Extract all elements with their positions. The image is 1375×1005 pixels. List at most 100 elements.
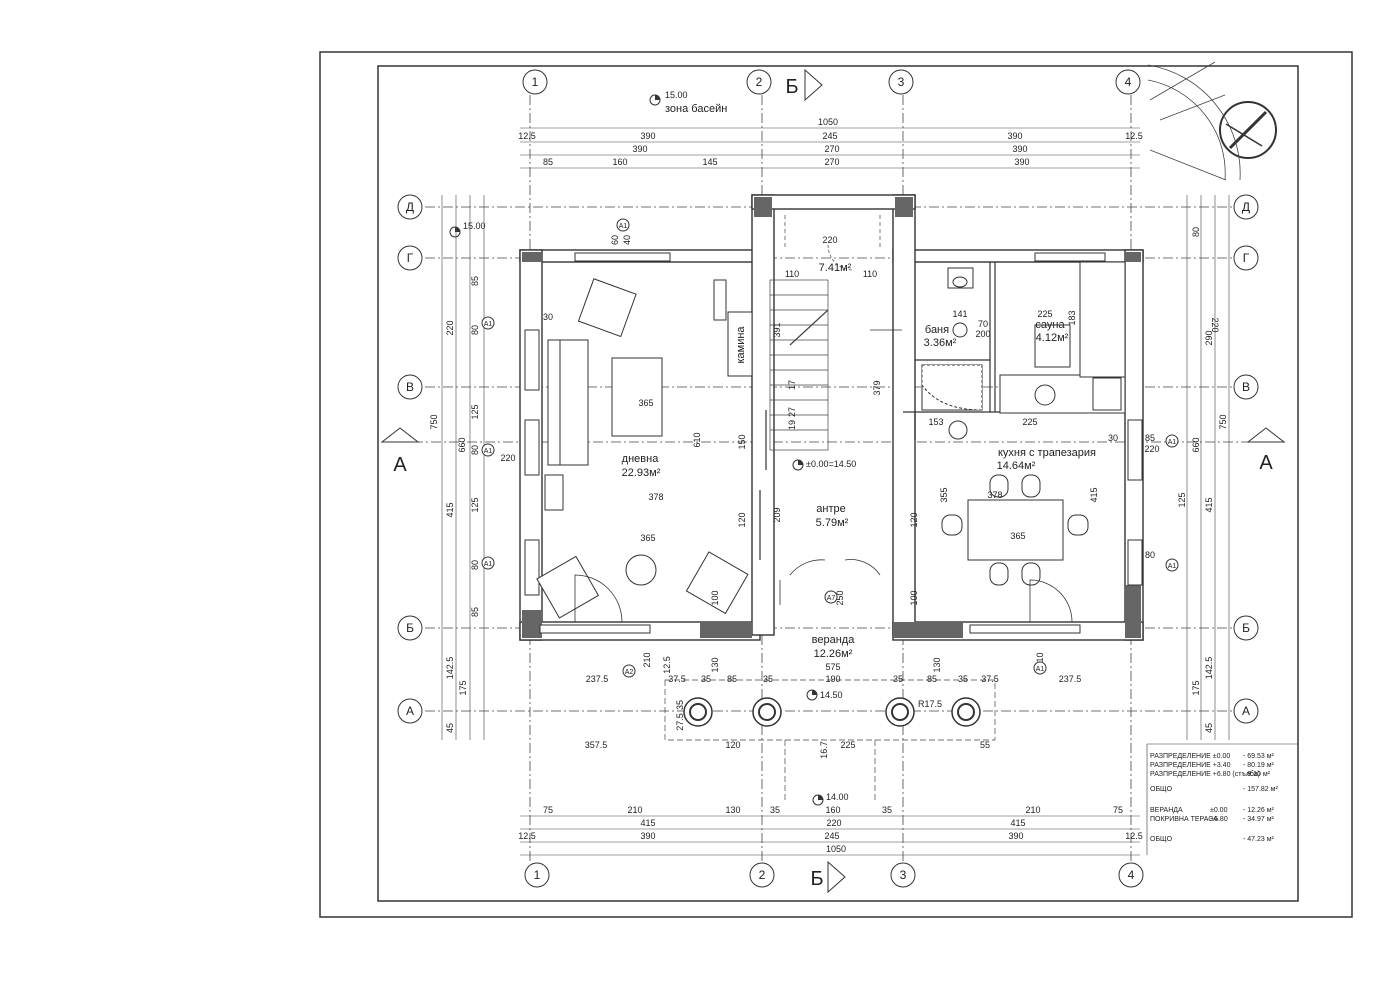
svg-text:210: 210 [1035, 652, 1045, 667]
svg-text:100: 100 [710, 590, 720, 605]
svg-text:365: 365 [1010, 531, 1025, 541]
dim-bottom: 75 [1113, 805, 1123, 815]
svg-text:141: 141 [952, 309, 967, 319]
grid-bubble-1: 1 [522, 69, 548, 95]
interior-dimensions: 220 110 110 391 379 27 17 19 209 120 120… [543, 235, 1118, 759]
svg-text:209: 209 [772, 507, 782, 522]
svg-text:R17.5: R17.5 [918, 699, 942, 709]
svg-text:225: 225 [1037, 309, 1052, 319]
svg-text:120: 120 [909, 512, 919, 527]
dim-top: 390 [640, 131, 655, 141]
grid-bubble-D-right: Д [1233, 194, 1259, 220]
svg-text:A1: A1 [484, 448, 493, 455]
svg-text:220: 220 [1144, 444, 1159, 454]
dim-bottom: 210 [627, 805, 642, 815]
svg-text:80: 80 [1191, 227, 1201, 237]
svg-text:391: 391 [772, 322, 782, 337]
svg-text:225: 225 [840, 740, 855, 750]
dim-top: 390 [1014, 157, 1029, 167]
svg-text:125: 125 [470, 404, 480, 419]
svg-text:А: А [406, 704, 414, 718]
svg-text:153: 153 [928, 417, 943, 427]
dim-bottom: 245 [824, 831, 839, 841]
dim-top: 390 [1007, 131, 1022, 141]
svg-text:17: 17 [787, 380, 797, 390]
svg-text:130: 130 [932, 657, 942, 672]
dim-top: 85 [543, 157, 553, 167]
svg-text:125: 125 [470, 497, 480, 512]
summary-row-label: РАЗПРЕДЕЛЕНИЕ ±0.00 [1150, 753, 1230, 760]
fireplace-label: камина [735, 326, 747, 364]
svg-text:210: 210 [642, 652, 652, 667]
level-marker-entry: ±0.00=14.50 [792, 459, 856, 471]
svg-text:35: 35 [763, 674, 773, 684]
svg-text:183: 183 [1067, 310, 1077, 325]
svg-text:110: 110 [863, 269, 877, 279]
dim-bottom: 12.5 [518, 831, 536, 841]
svg-text:378: 378 [987, 490, 1002, 500]
dimension-chains-sides [441, 195, 1230, 740]
summary-total-value: - 47.23 м² [1243, 836, 1275, 843]
svg-text:142.5: 142.5 [1204, 657, 1214, 680]
summary-row-label: ПОКРИВНА ТЕРАСА [1150, 816, 1218, 823]
svg-text:14.50: 14.50 [820, 690, 843, 700]
svg-text:85: 85 [470, 607, 480, 617]
svg-text:A1: A1 [1168, 563, 1177, 570]
svg-text:200: 200 [975, 329, 990, 339]
room-bath-name: баня [925, 324, 949, 336]
summary-total-label: ОБЩО [1150, 786, 1173, 793]
dim-top-overall: 1050 [818, 117, 838, 127]
svg-text:37.5: 37.5 [981, 674, 999, 684]
svg-text:80: 80 [470, 445, 480, 455]
svg-text:15.00: 15.00 [665, 90, 688, 100]
level-marker-stairs-down: 14.00 [812, 792, 849, 806]
svg-text:237.5: 237.5 [1059, 674, 1082, 684]
area-summary-table: РАЗПРЕДЕЛЕНИЕ ±0.00 - 69.53 м² РАЗПРЕДЕЛ… [1146, 743, 1298, 855]
room-hall-area: 5.79м² [816, 517, 849, 529]
svg-text:120: 120 [737, 512, 747, 527]
north-arrow-icon [1219, 101, 1277, 159]
summary-total-label: ОБЩО [1150, 836, 1173, 843]
svg-text:A1: A1 [619, 223, 628, 230]
svg-text:35: 35 [675, 700, 685, 710]
veranda-outline [664, 679, 996, 800]
dim-top: 390 [632, 144, 647, 154]
svg-text:120: 120 [725, 740, 740, 750]
svg-text:27.5: 27.5 [675, 713, 685, 731]
svg-text:80: 80 [470, 325, 480, 335]
dim-top: 145 [702, 157, 717, 167]
svg-text:130: 130 [710, 657, 720, 672]
svg-text:110: 110 [785, 269, 799, 279]
svg-text:3: 3 [900, 868, 907, 882]
svg-text:355: 355 [939, 487, 949, 502]
dim-bottom: 210 [1025, 805, 1040, 815]
dim-bottom: 75 [543, 805, 553, 815]
room-sauna-area: 4.12м² [1036, 332, 1069, 344]
room-living-area: 22.93м² [622, 467, 661, 479]
room-hall-name: антре [816, 503, 845, 515]
window-tags: A1 A1 A1 A1 A1 A1 A1 A2 A7 [481, 218, 1179, 678]
svg-text:220: 220 [500, 453, 515, 463]
svg-text:A7: A7 [827, 595, 836, 602]
svg-text:А: А [1259, 452, 1273, 474]
dims-left-labels: 220 125 415 750 660 142.5 175 45 85 80 1… [429, 276, 516, 733]
dim-bottom: 220 [826, 818, 841, 828]
svg-text:415: 415 [1089, 487, 1099, 502]
svg-text:35: 35 [958, 674, 968, 684]
grid-bubble-A-left: А [397, 698, 423, 724]
svg-text:19: 19 [787, 420, 797, 430]
grid-bubble-4-bottom: 4 [1118, 862, 1144, 888]
svg-text:A1: A1 [484, 321, 493, 328]
summary-row-value: - 80.19 м² [1243, 762, 1275, 769]
dim-bottom: 160 [825, 805, 840, 815]
svg-text:Б: Б [810, 868, 823, 890]
svg-text:415: 415 [1204, 497, 1214, 512]
svg-text:175: 175 [458, 680, 468, 695]
outer-frame [319, 51, 1353, 918]
dim-bottom: 35 [882, 805, 892, 815]
section-mark-B-bottom: Б [810, 860, 846, 894]
room-stair-area: 7.41м² [819, 262, 852, 274]
svg-text:220: 220 [445, 320, 455, 335]
grid-bubble-A-right: А [1233, 698, 1259, 724]
